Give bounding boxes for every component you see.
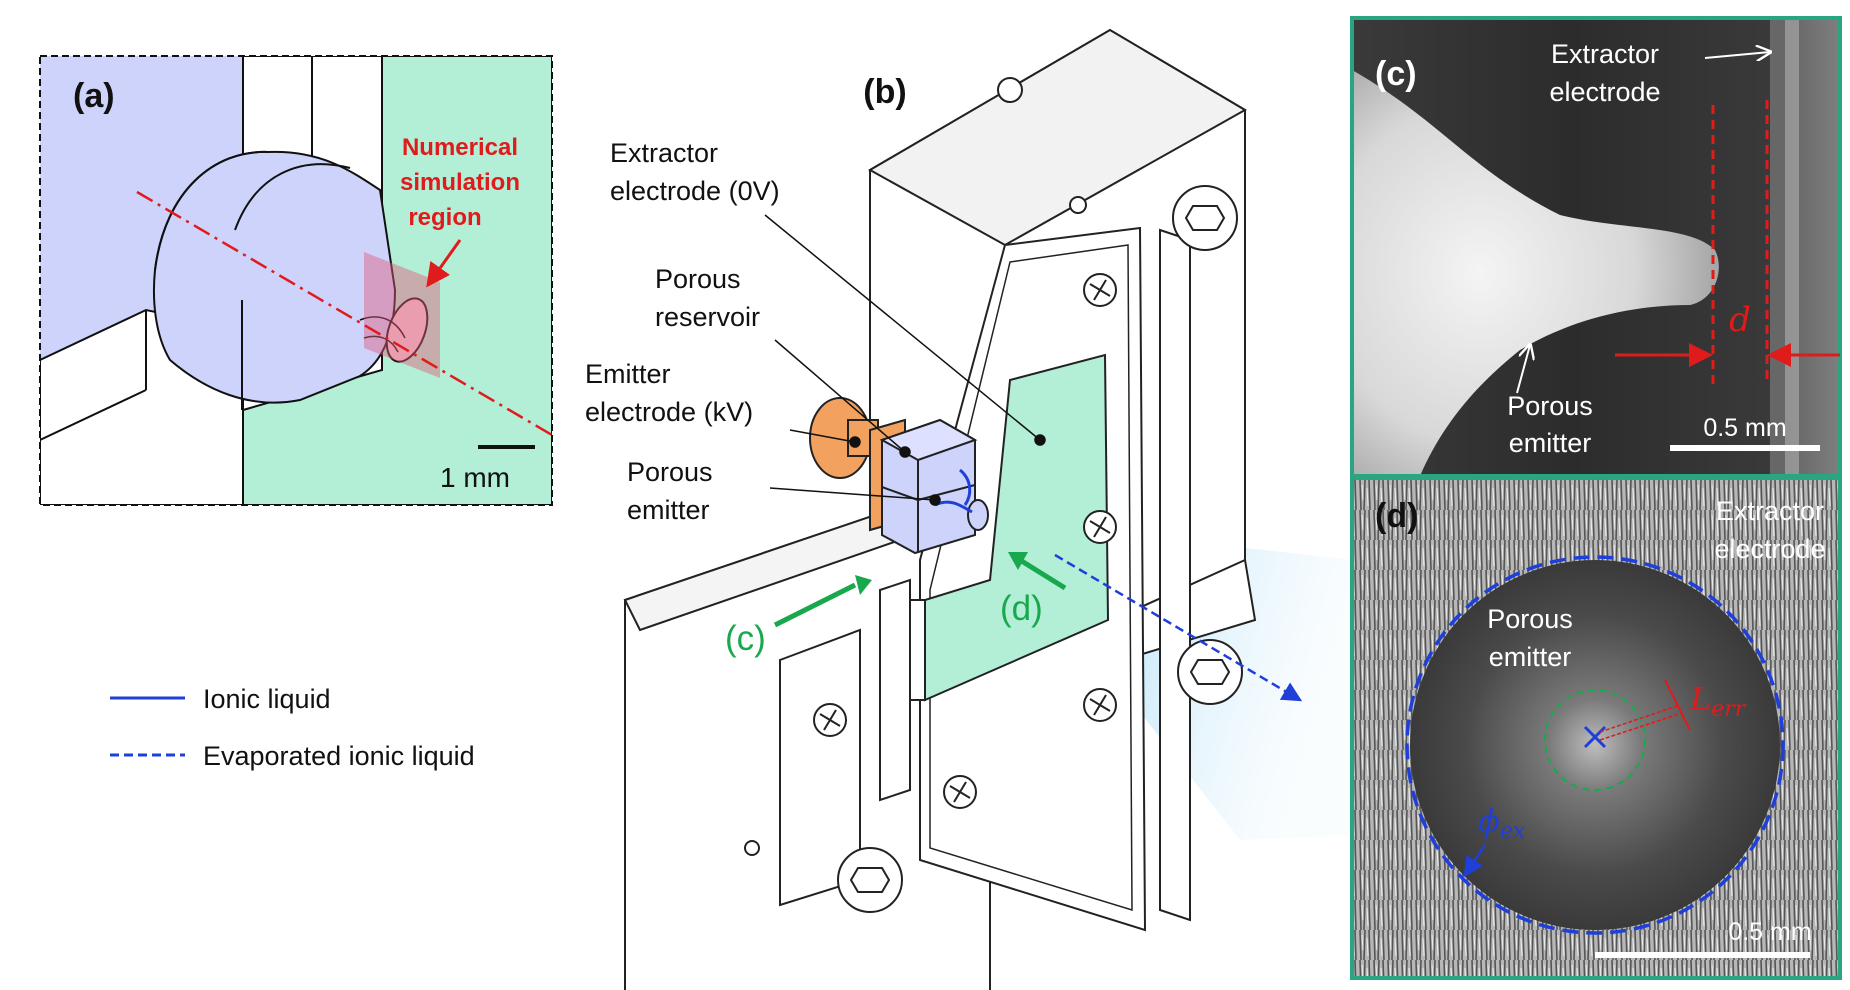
center-mark [1583,725,1607,749]
panel-d-label: (d) [1375,497,1418,535]
annotation-line1: Numerical [402,134,518,161]
leader-lines [764,214,1046,506]
legend: Ionic liquid Evaporated ionic liquid [110,684,475,771]
annotation-line3: region [408,204,481,231]
porous-emitter [967,499,989,531]
evaporated-path [1054,553,1303,702]
emitter-cone [152,150,397,404]
porous-emitter-label-line2: emitter [627,495,710,525]
legend-item-ionic-liquid: Ionic liquid [203,684,331,714]
scale-bar-d-label: 0.5 mm [1728,918,1811,946]
emitter-electrode-label-line1: Emitter [585,359,671,389]
panel-b: (b) Extractor electrode (0V) Porous rese… [585,28,1355,990]
panel-b-label: (b) [863,73,906,111]
panel-c-label: (c) [1375,55,1417,93]
panel-a-frame [39,55,553,506]
view-label-d: (d) [1000,589,1043,628]
d-extractor-line2: electrode [1714,534,1825,564]
gap-symbol: d [1729,300,1751,340]
reservoir-label-line1: Porous [655,264,741,294]
porous-emitter-label-line1: Porous [627,457,713,487]
panel-d-frame [1350,476,1842,980]
extractor-label-line2: electrode (0V) [610,176,780,206]
view-arrow-c [773,582,857,628]
annotation-line2: simulation [400,169,520,196]
scale-bar-c-label: 0.5 mm [1703,414,1786,442]
view-arrow-d [1018,557,1067,591]
c-extractor-line1: Extractor [1551,39,1659,69]
scale-bar-a-label: 1 mm [440,462,510,493]
symmetry-axis [136,190,552,437]
legend-item-evaporated: Evaporated ionic liquid [203,741,475,771]
panel-a: (a) Numerical simulation region 1 mm [39,55,553,506]
panel-c: (c) Extractor electrode d Porous emitter… [1350,16,1842,478]
d-extractor-line1: Extractor [1716,496,1824,526]
screw-heads [744,77,1243,913]
d-emitter-line2: emitter [1489,642,1572,672]
panel-d: (d) Extractor electrode Porous emitter L… [1350,476,1842,980]
simulation-region [364,252,440,378]
d-emitter-line1: Porous [1487,604,1573,634]
reservoir-label-line2: reservoir [655,302,760,332]
c-extractor-line2: electrode [1549,77,1660,107]
emitter-silhouette [1352,70,1719,476]
emitter-electrode-label-line2: electrode (kV) [585,397,753,427]
panel-a-label: (a) [73,77,115,115]
emitter-tip-circle [1544,689,1646,791]
l-err-label: Lerr [1689,680,1747,722]
porous-reservoir [879,418,978,555]
emitter-disk [1410,560,1780,930]
phi-ex-label: ϕex [1478,802,1526,844]
extractor-aperture [1405,555,1785,935]
c-emitter-line2: emitter [1509,428,1592,458]
extractor-label-line1: Extractor [610,138,718,168]
c-emitter-line1: Porous [1507,391,1593,421]
view-label-c: (c) [725,619,766,658]
emitter-tip [385,297,429,363]
